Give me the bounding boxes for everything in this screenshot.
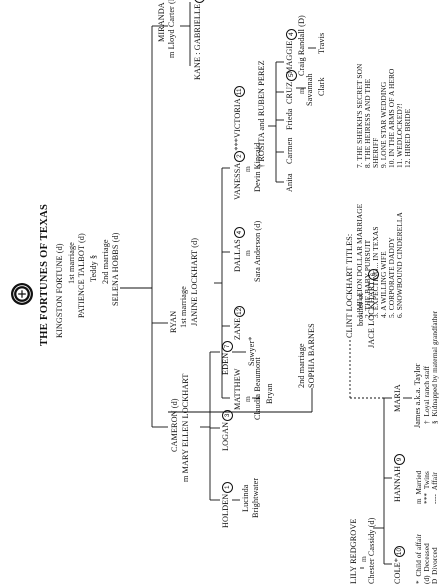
maggie: MAGGIE4	[285, 28, 297, 74]
matthew: MATTHEW	[233, 368, 242, 410]
patriarch-name: KINGSTON FORTUNE (d)	[55, 243, 64, 338]
eden: EDEN7	[221, 340, 233, 375]
brightwater: Brightwater	[251, 477, 260, 518]
claudia: Claudia Beaumont	[253, 357, 262, 420]
lily-name: LILY REDGROVE	[349, 518, 358, 584]
ryan-first-label: 1st marriage	[179, 286, 188, 328]
second-marriage-label: 2nd marriage	[101, 239, 110, 284]
miranda-name: MIRANDA	[157, 2, 166, 42]
legend-kidnapped: § Kidnapped by maternal grandfather	[431, 310, 439, 424]
clint: CLINT LOCKHART	[345, 266, 354, 338]
maria: MARIA	[393, 384, 402, 412]
frieda: Frieda	[285, 108, 294, 130]
clark: Clark	[317, 77, 326, 96]
holden: HOLDEN1	[221, 481, 233, 528]
titles-heading: TITLES:	[345, 233, 354, 264]
ryan-second-label: 2nd marriage	[297, 343, 306, 388]
legend-divorced: D Divorced	[431, 547, 439, 584]
cameron-married: m MARY ELLEN LOCKHART	[181, 373, 190, 482]
sophia: SOPHIA BARNES	[307, 323, 316, 388]
title-12: 12. HIRED BRIDE	[403, 108, 412, 168]
legend-affair: ---- Affair	[431, 472, 439, 504]
cole: COLE*10	[393, 546, 405, 584]
first-spouse: PATIENCE TALBOT (d)	[77, 233, 86, 318]
lloyd: m Lloyd Carter (D)	[167, 0, 176, 58]
zane: ZANE12	[233, 305, 245, 340]
carmen: Carmen	[285, 137, 294, 164]
vanessa-victoria: VANESSA2***VICTORIA11	[233, 86, 245, 200]
rosita-ruben: † ROSITA and RUBEN PEREZ	[257, 60, 266, 168]
sara: Sara Anderson (d)	[253, 220, 262, 282]
first-marriage-label: 1st marriage	[67, 242, 76, 284]
anita: Anita	[285, 173, 294, 192]
hannah: HANNAH9	[393, 453, 405, 502]
cameron-name: CAMERON (d)	[170, 398, 179, 452]
cruz: CRUZ5	[285, 69, 297, 104]
janine: JANINE LOCKHART (d)	[190, 237, 199, 326]
travis: Travis	[317, 32, 326, 54]
logan: LOGAN3	[221, 409, 233, 451]
teddy: Teddy §	[89, 254, 98, 282]
kane-gabrielle: KANE : GABRIELLE8	[193, 0, 205, 80]
bryan: Bryan	[265, 383, 274, 404]
vanessa-m: m	[243, 166, 252, 172]
fortune-seal-icon	[11, 283, 33, 305]
craig: Craig Randall (D)	[297, 15, 306, 76]
savannah: Savannah	[305, 73, 314, 106]
james-taylor: James a.k.a. Taylor	[413, 363, 422, 428]
lucinda: Lucinda	[241, 484, 250, 512]
second-spouse: SELENA HOBBS (d)	[111, 232, 120, 306]
ryan-name: RYAN	[169, 310, 178, 333]
chester: Chester Cassidy (d)	[367, 517, 376, 584]
dallas-m: m	[243, 250, 252, 256]
diagram-title: THE FORTUNES OF TEXAS	[39, 203, 50, 346]
title-6: 6. SNOWBOUND CINDERELLA	[395, 212, 404, 318]
matthew-m: m	[243, 396, 252, 402]
